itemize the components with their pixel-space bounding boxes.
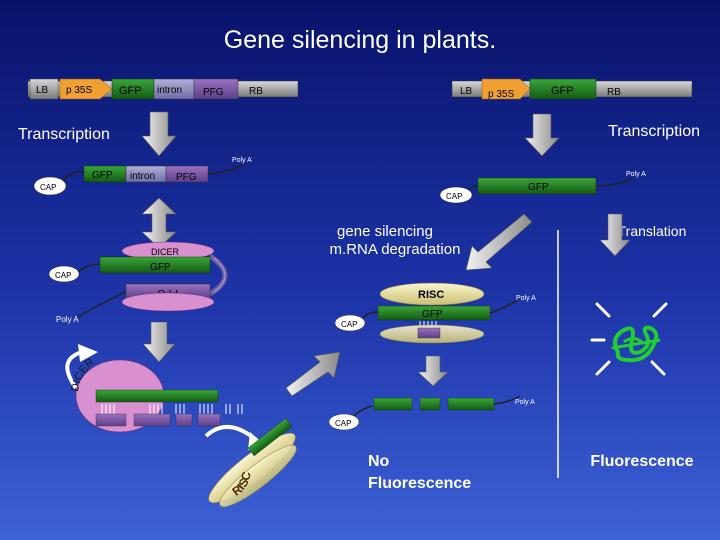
dicer-label: DICER	[151, 247, 180, 257]
degraded-mrna: CAP Poly A	[328, 395, 535, 431]
mrna-degradation-label: m.RNA degradation	[330, 241, 461, 258]
hairpin-intron-label: intron	[130, 171, 155, 182]
curved-arrow-dicer	[65, 344, 98, 390]
dsrna-cap-label: CAP	[55, 271, 71, 280]
dsrna-dicer-complex: DICER CAP GFP PFG Poly A	[48, 241, 228, 324]
risc-polya-label: Poly A	[516, 295, 536, 302]
dsrna-pfg-label: PFG	[157, 287, 178, 298]
gfp-label-right: GFP	[551, 85, 574, 97]
rb-label-right: RB	[607, 87, 621, 98]
degraded-cap-label: CAP	[335, 419, 351, 428]
dsrna-gfp-label: GFP	[150, 262, 171, 273]
gfp-mrna: CAP GFP Poly A	[439, 171, 646, 204]
hairpin-pfg-label: PFG	[176, 172, 197, 183]
rb-label: RB	[249, 86, 263, 97]
no-label: No	[368, 453, 390, 470]
risc-complex: RISC CAP GFP Poly A	[334, 282, 536, 344]
construct-right: LB p 35S GFP RB	[451, 78, 693, 100]
diagonal-arrow-dicer-to-risc	[285, 351, 341, 397]
gfp-segment-right	[529, 78, 597, 100]
gfp-mrna-polya-label: Poly A	[626, 171, 646, 178]
hairpin-polya-label: Poly A	[232, 157, 252, 164]
down-arrow-transcription-left	[141, 111, 177, 157]
fluorescent-gfp-protein	[590, 302, 668, 376]
fluorescence-label: Fluorescence	[590, 453, 693, 470]
no-fluorescence-label: Fluorescence	[368, 475, 471, 492]
degraded-polya-label: Poly A	[515, 399, 535, 406]
dicer-sliced-dsrna: DICER	[69, 356, 221, 433]
intron-label: intron	[157, 85, 182, 96]
risc-recycling: RISC	[204, 404, 297, 508]
gfp-mrna-cap-label: CAP	[446, 192, 462, 201]
promoter-35s-arrow-right	[481, 78, 531, 100]
lb-label-right: LB	[460, 86, 473, 97]
lb-segment	[29, 78, 59, 100]
pfg-label: PFG	[203, 87, 224, 98]
promoter-label-right: p 35S	[488, 89, 514, 100]
hairpin-mrna: CAP GFP intron PFG Poly A	[33, 157, 252, 196]
lb-label: LB	[36, 85, 49, 96]
gfp-label: GFP	[119, 85, 142, 97]
down-arrow-risc	[417, 355, 449, 387]
risc-top-oval	[379, 282, 485, 306]
risc-cap-label: CAP	[341, 320, 357, 329]
down-arrow-translation	[599, 213, 631, 257]
transcription-label-left: Transcription	[18, 126, 110, 143]
risc-label: RISC	[418, 289, 444, 301]
cap-oval	[33, 176, 67, 196]
translation-label: Translation	[618, 223, 687, 239]
down-arrow-transcription-right	[524, 113, 560, 157]
slide-title: Gene silencing in plants.	[224, 26, 496, 54]
cap-label: CAP	[40, 183, 56, 192]
hairpin-gfp-label: GFP	[92, 170, 113, 181]
diagonal-arrow-to-risc	[465, 213, 533, 271]
risc-gfp-label: GFP	[422, 309, 443, 320]
construct-left: LB p 35S GFP intron PFG RB	[27, 78, 299, 100]
promoter-35s-arrow	[59, 78, 113, 100]
dsrna-polya-label: Poly A	[56, 315, 79, 324]
transcription-label-right: Transcription	[608, 123, 700, 140]
down-arrow-dicer	[142, 321, 176, 363]
pfg-segment	[193, 78, 239, 100]
gene-silencing-label: gene silencing	[337, 223, 433, 240]
promoter-label: p 35S	[66, 85, 92, 96]
gfp-mrna-gfp-label: GFP	[528, 182, 549, 193]
